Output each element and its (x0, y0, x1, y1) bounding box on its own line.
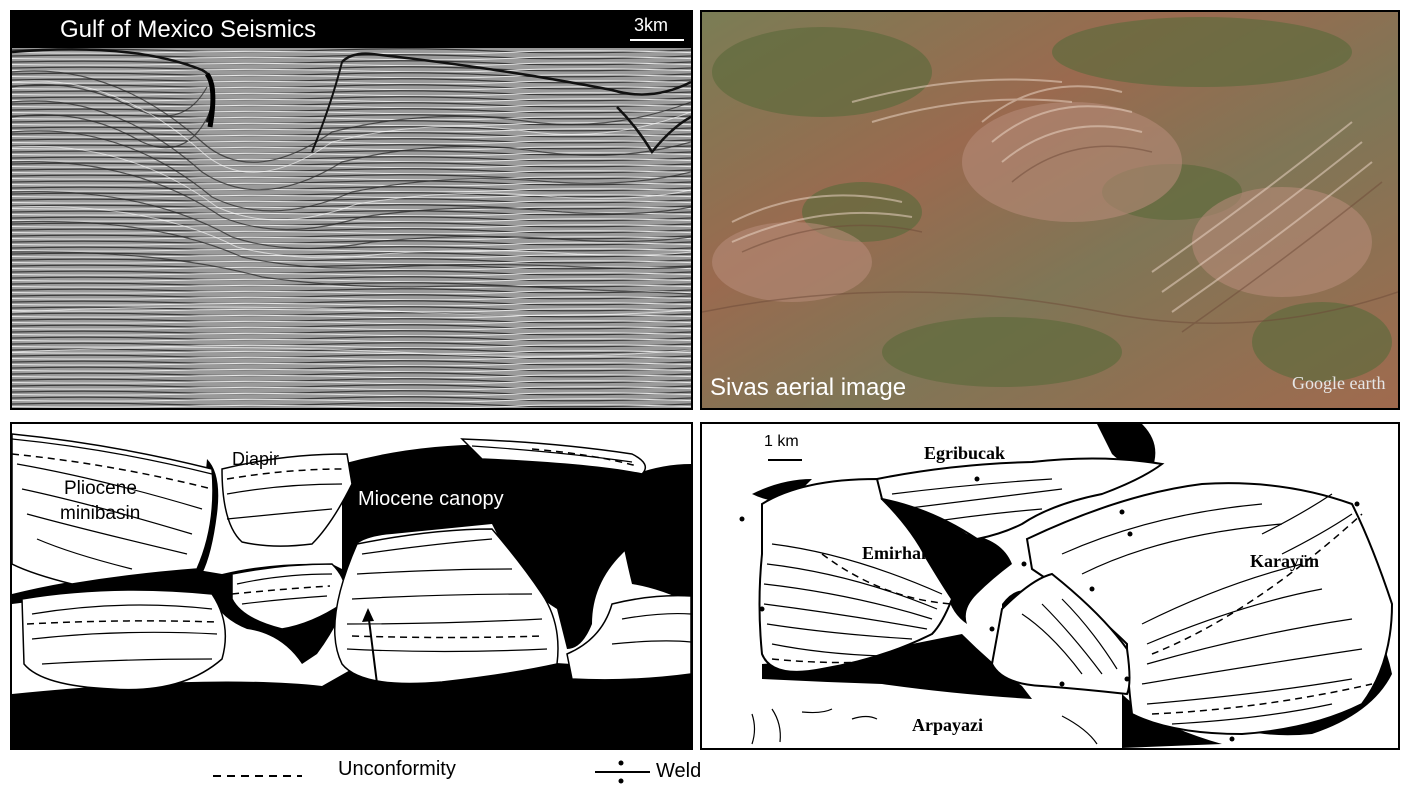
seismic-image (12, 12, 691, 408)
salt-wall-arrow (367, 611, 385, 740)
seismic-title-bar (12, 12, 691, 48)
sivas-interpretation-panel: 1 km Egribucak Emirhan Karayün Arpayazi (700, 422, 1400, 750)
minibasin-label: minibasin (60, 503, 141, 524)
salt-south-east (1122, 694, 1222, 748)
seismic-panel: Gulf of Mexico Seismics 3km (10, 10, 693, 410)
upper-right-minibasin (460, 438, 647, 475)
gulf-scale-label: 3km (40, 719, 73, 738)
weld-symbol-dot-bottom (618, 778, 624, 784)
seismic-scale-label: 3km (634, 15, 669, 35)
egribucak-label: Egribucak (924, 443, 1006, 463)
google-earth-watermark: Google earth (1292, 373, 1386, 393)
miocene-canopy-label: Miocene canopy (358, 488, 504, 510)
sivas-scale-label: 1 km (764, 433, 799, 450)
arpayazi-lines (751, 708, 1098, 745)
seismic-title: Gulf of Mexico Seismics (60, 16, 317, 43)
miocene-canopy (342, 444, 658, 649)
top-salt (1097, 424, 1156, 469)
weld-label: Weld (656, 760, 702, 782)
pliocene-label: Pliocene (64, 478, 137, 499)
sivas-welds (739, 476, 1360, 742)
aerial-panel: Sivas aerial image Google earth (700, 10, 1400, 410)
central-minibasin (334, 528, 559, 685)
salt-wall-arrowhead (362, 608, 374, 622)
gulf-interpretation-diagram (12, 433, 691, 748)
gulf-unconformities (12, 448, 638, 639)
arpayazi-label: Arpayazi (912, 715, 983, 735)
sivas-unconformities (771, 513, 1373, 715)
gulf-bedding-lines (12, 438, 691, 665)
right-minibasin (566, 594, 691, 681)
unconformity-label: Unconformity (338, 758, 456, 780)
salt-base (12, 659, 691, 748)
emirhan-salt (882, 499, 1012, 624)
sivas-bedding-lines (763, 478, 1363, 725)
emirhan-label: Emirhan (862, 543, 932, 563)
legend: Unconformity Weld (0, 752, 1409, 785)
lower-left-minibasin (21, 589, 227, 691)
right-salt (612, 464, 691, 604)
legend-symbols (213, 760, 650, 784)
southern-salt (762, 634, 1032, 699)
aerial-title: Sivas aerial image (710, 374, 907, 401)
salt-wall-label: Salt wall (352, 721, 423, 742)
aerial-image (702, 12, 1398, 408)
weld-symbol-dot-top (618, 760, 624, 766)
pliocene-minibasin (12, 433, 214, 585)
karayun-label: Karayün (1250, 551, 1320, 571)
salt-nw (752, 479, 812, 501)
sivas-interpretation-diagram (739, 424, 1394, 748)
diapir-label: Diapir (232, 449, 280, 469)
diapir-minibasin (221, 453, 353, 547)
gulf-interpretation-panel: Diapir Pliocene minibasin Miocene canopy… (10, 422, 693, 750)
